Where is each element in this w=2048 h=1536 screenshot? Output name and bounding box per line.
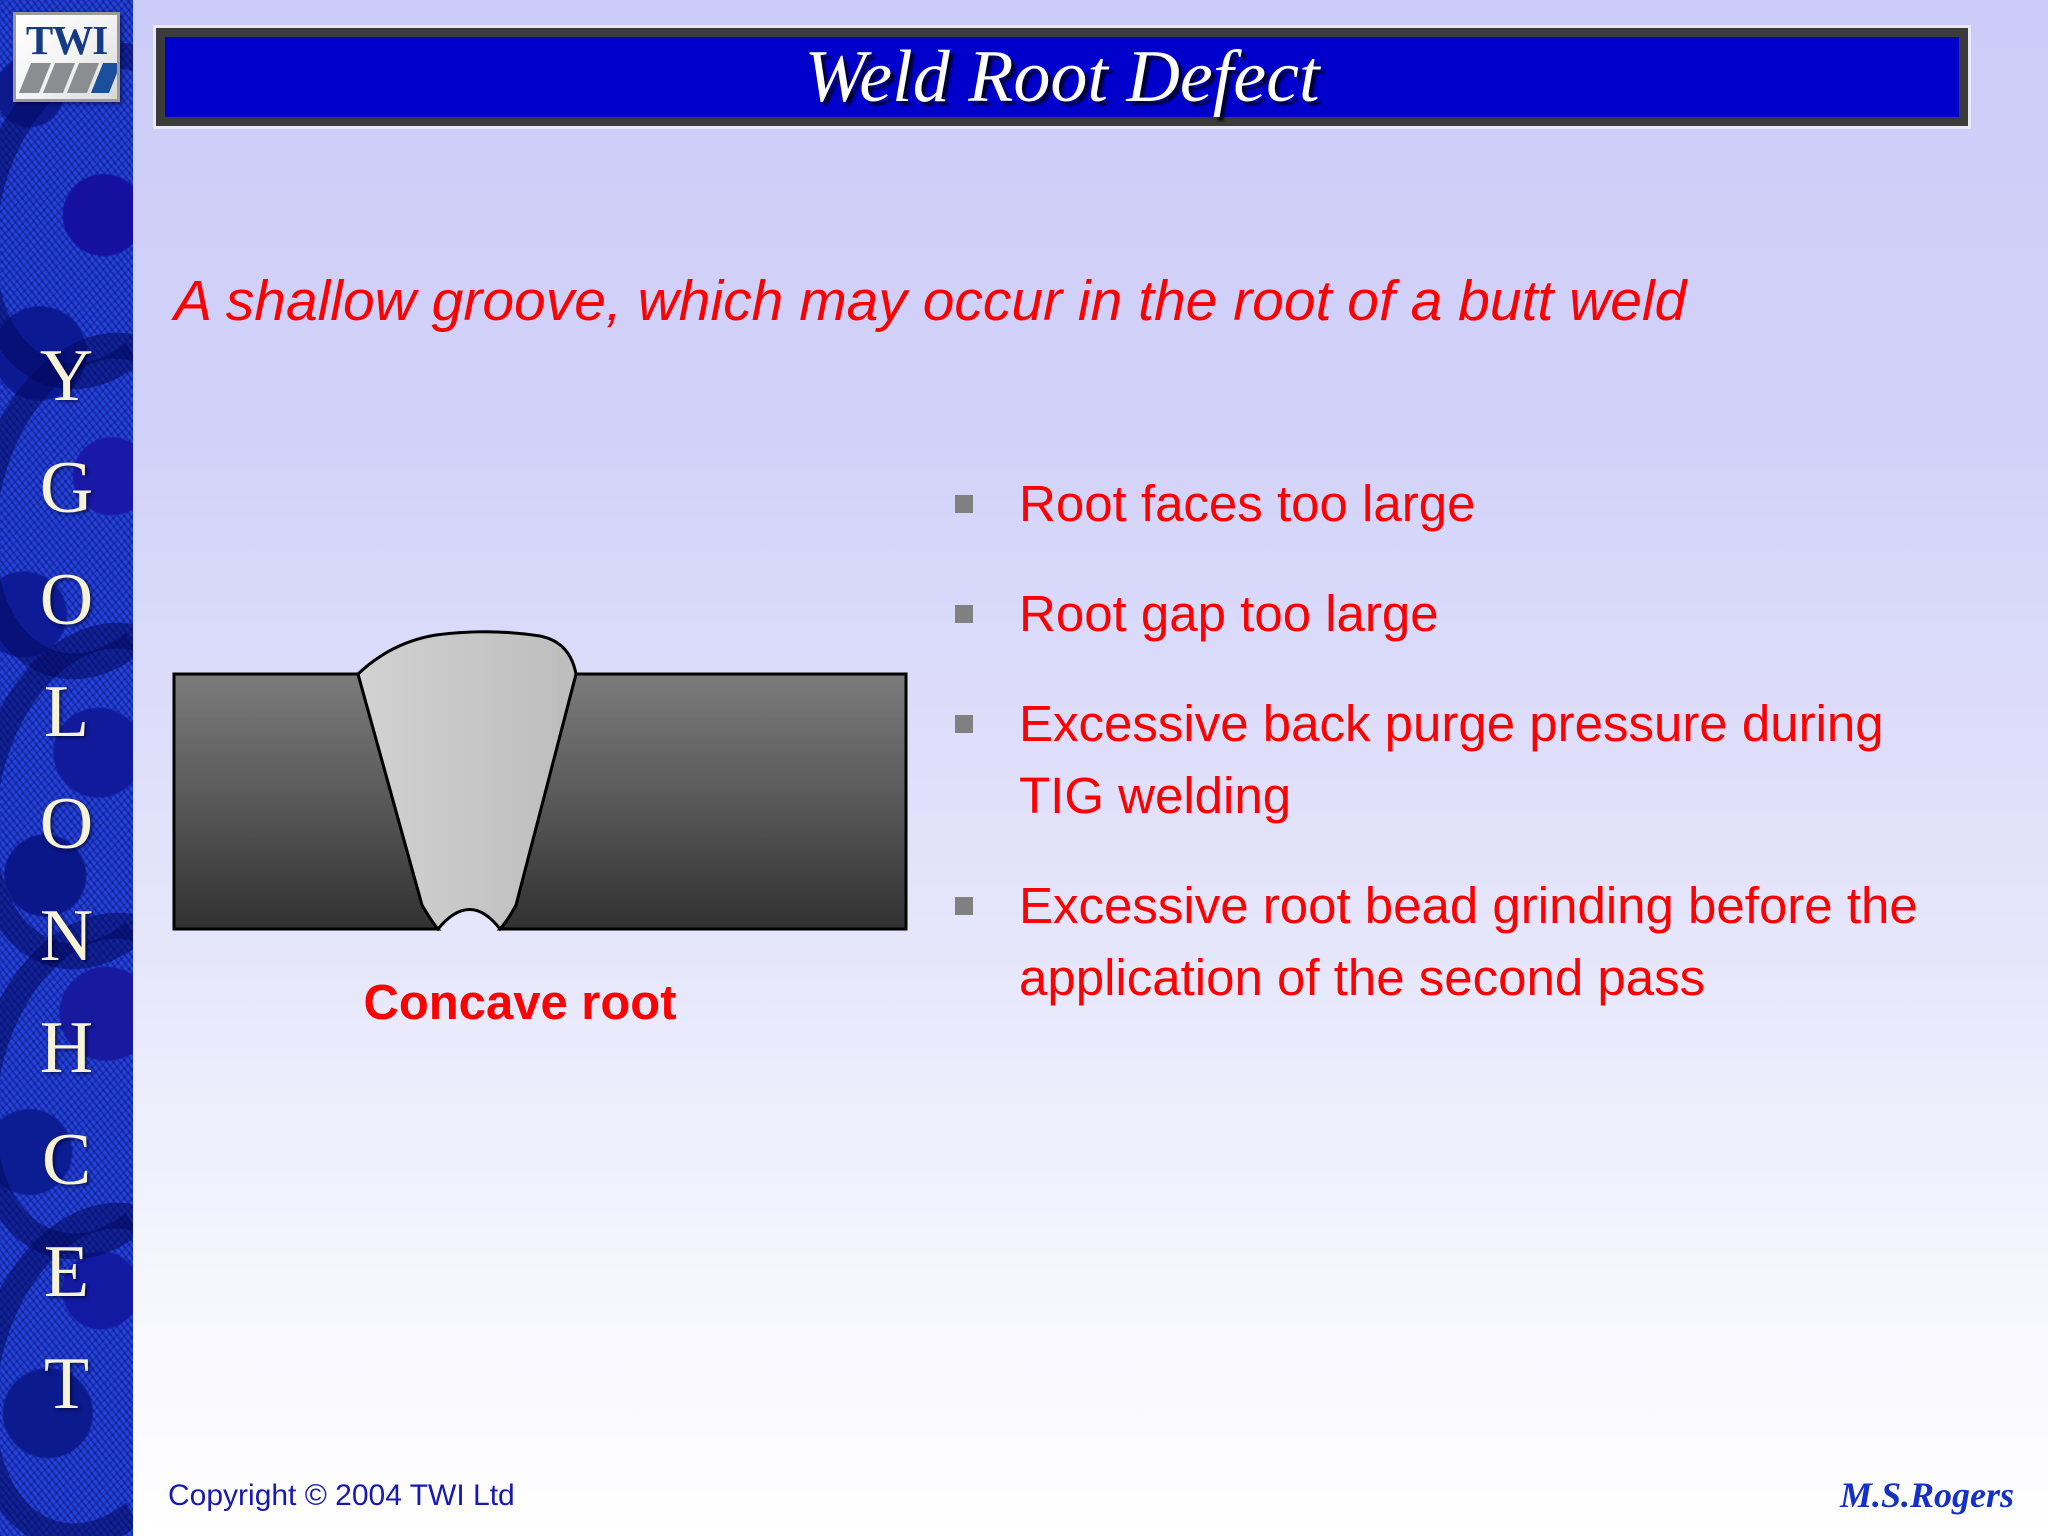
sidebar-letter: Y — [39, 335, 94, 417]
sidebar-letter: C — [41, 1119, 92, 1201]
copyright-notice: Copyright © 2004 TWI Ltd — [168, 1479, 515, 1512]
slide-subtitle: A shallow groove, which may occur in the… — [174, 269, 1687, 333]
sidebar-letter: O — [39, 559, 94, 641]
list-item: Excessive root bead grinding before the … — [955, 870, 2015, 1014]
sidebar-letter: L — [43, 671, 90, 753]
list-item-label: Excessive root bead grinding before the … — [1019, 877, 1918, 1006]
square-bullet-icon — [955, 897, 973, 915]
page-title: Weld Root Defect — [804, 35, 1320, 118]
sidebar-letter: N — [39, 895, 94, 977]
square-bullet-icon — [955, 715, 973, 733]
list-item: Excessive back purge pressure during TIG… — [955, 688, 2015, 832]
square-bullet-icon — [955, 605, 973, 623]
left-sidebar: T E C H N O L O G Y TWI — [0, 0, 133, 1536]
sidebar-letter: H — [39, 1007, 94, 1089]
sidebar-vertical-title: T E C H N O L O G Y — [0, 150, 133, 1440]
twi-logo: TWI — [13, 12, 120, 102]
figure-caption: Concave root — [363, 976, 677, 1030]
author-signature: M.S.Rogers — [1839, 1475, 2014, 1515]
weld-diagram-svg — [172, 630, 908, 932]
slide-title-bar: Weld Root Defect — [153, 25, 1971, 129]
list-item-label: Root faces too large — [1019, 475, 1476, 532]
weld-cross-section-figure: Concave root — [170, 630, 930, 1030]
list-item: Root gap too large — [955, 578, 2015, 650]
list-item-label: Root gap too large — [1019, 585, 1439, 642]
sidebar-letter: T — [43, 1343, 90, 1425]
weld-metal — [356, 630, 578, 932]
list-item-label: Excessive back purge pressure during TIG… — [1019, 695, 1884, 824]
twi-logo-wordmark: TWI — [25, 17, 108, 63]
sidebar-letter: E — [43, 1231, 90, 1313]
sidebar-letter: O — [39, 783, 94, 865]
twi-logo-bars-icon — [18, 63, 117, 93]
sidebar-texture — [0, 0, 133, 1536]
causes-bullet-list: Root faces too large Root gap too large … — [955, 468, 2015, 1052]
sidebar-letter: G — [39, 447, 94, 529]
list-item: Root faces too large — [955, 468, 2015, 540]
square-bullet-icon — [955, 495, 973, 513]
